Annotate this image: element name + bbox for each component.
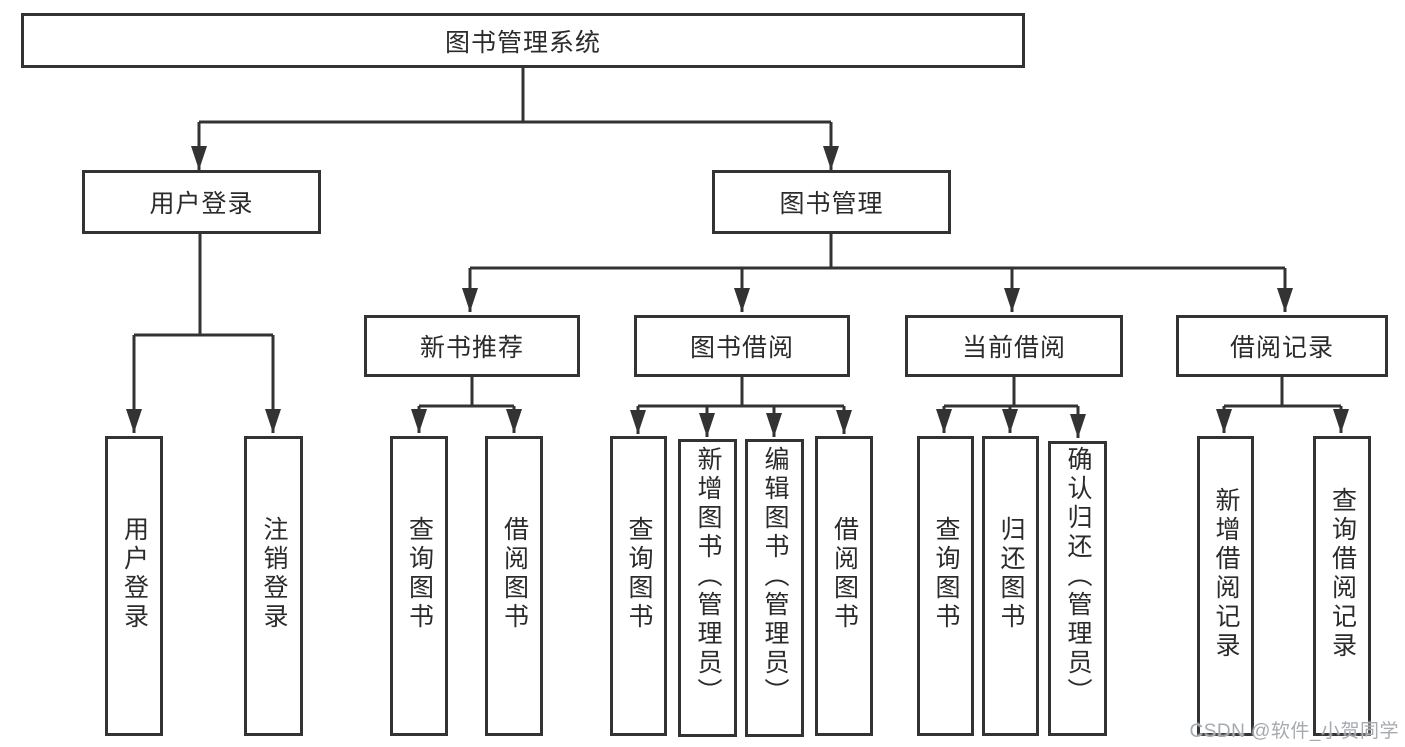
node-label: 用户登录: [149, 190, 254, 218]
leaf-label: 用户登录: [120, 516, 149, 632]
leaf-nbr-query-books: 查询图书: [390, 436, 448, 736]
leaf-label: 借阅图书: [830, 516, 859, 632]
leaf-br-add-record: 新增借阅记录: [1197, 436, 1254, 736]
node-new-book-rec: 新书推荐: [364, 315, 580, 377]
leaf-bb-query-books: 查询图书: [610, 436, 667, 736]
leaf-cb-query-books: 查询图书: [917, 436, 974, 736]
node-label: 新书推荐: [419, 334, 524, 362]
leaf-label: 查询图书: [625, 516, 653, 632]
node-user-login-branch: 用户登录: [82, 170, 321, 234]
node-current-borrow: 当前借阅: [905, 315, 1123, 377]
node-label: 图书管理: [779, 190, 884, 218]
node-root-label: 图书管理系统: [444, 28, 601, 57]
leaf-cb-confirm-return: 确认归还（管理员）: [1048, 441, 1107, 736]
leaf-br-query-record: 查询借阅记录: [1313, 436, 1371, 736]
node-book-mgmt-branch: 图书管理: [712, 170, 951, 234]
leaf-label: 注销登录: [260, 516, 288, 632]
leaf-logout: 注销登录: [244, 436, 303, 736]
watermark: CSDN @软件_小贺同学: [1189, 721, 1399, 742]
node-label: 图书借阅: [689, 334, 794, 362]
leaf-user-login: 用户登录: [105, 436, 163, 736]
leaf-nbr-borrow-books: 借阅图书: [485, 436, 543, 736]
leaf-cb-return-books: 归还图书: [982, 436, 1039, 736]
node-root: 图书管理系统: [21, 13, 1025, 68]
leaf-bb-add-books: 新增图书（管理员）: [678, 439, 737, 737]
node-book-borrow: 图书借阅: [634, 315, 850, 377]
leaf-label: 借阅图书: [500, 516, 529, 632]
leaf-label: 查询图书: [405, 516, 434, 632]
trunk-lines: [134, 68, 1341, 408]
leaf-label: 查询图书: [932, 516, 960, 632]
leaf-label: 编辑图书（管理员）: [761, 445, 789, 707]
leaf-label: 归还图书: [997, 516, 1025, 632]
leaf-label: 新增借阅记录: [1212, 487, 1240, 661]
leaf-bb-borrow-books: 借阅图书: [815, 436, 873, 736]
leaf-label: 新增图书（管理员）: [694, 445, 722, 707]
leaf-bb-edit-books: 编辑图书（管理员）: [745, 439, 804, 737]
node-label: 当前借阅: [961, 334, 1066, 362]
leaf-label: 查询借阅记录: [1328, 487, 1357, 661]
node-label: 借阅记录: [1229, 334, 1334, 362]
leaf-label: 确认归还（管理员）: [1064, 446, 1092, 707]
node-borrow-records: 借阅记录: [1176, 315, 1388, 377]
